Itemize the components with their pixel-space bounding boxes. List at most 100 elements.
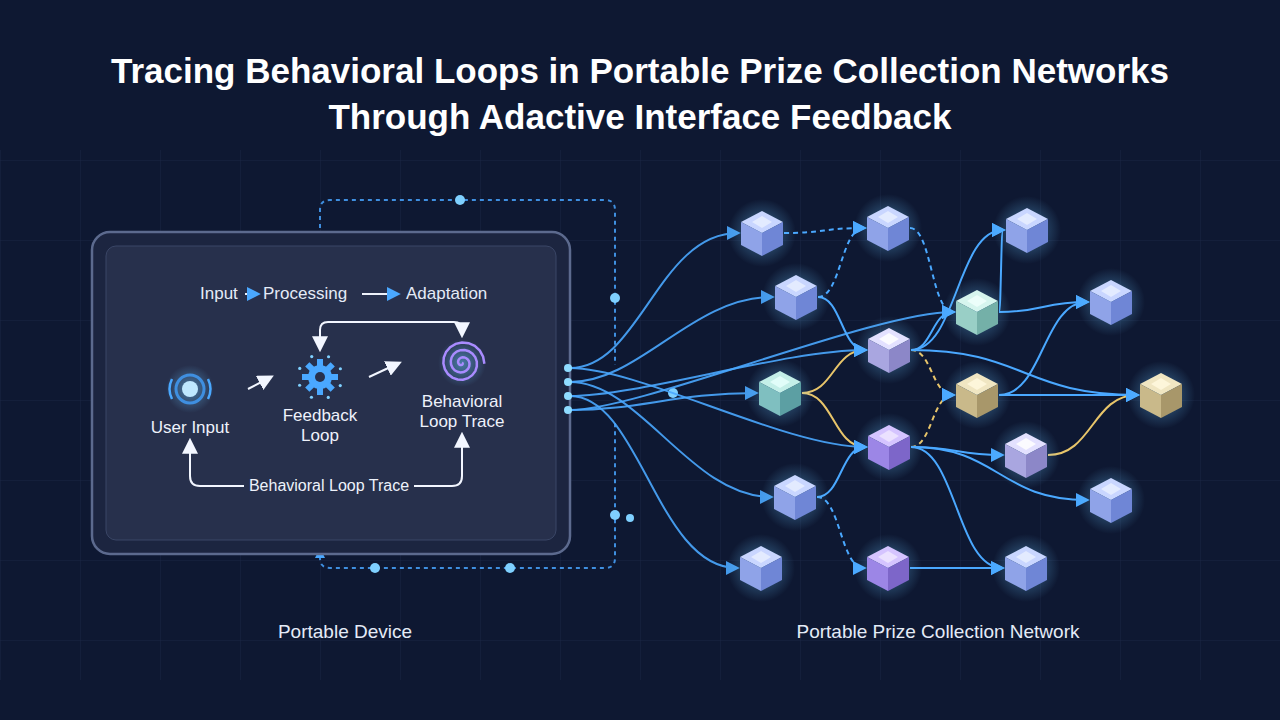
cube-inset bbox=[1101, 285, 1121, 297]
cube-right bbox=[888, 217, 909, 251]
flow-step: Input bbox=[200, 284, 238, 304]
cube-inset bbox=[1151, 378, 1171, 390]
node-label: Behavioral Loop Trace bbox=[402, 392, 522, 432]
cube-glow bbox=[762, 263, 830, 331]
cube-inset bbox=[878, 211, 898, 223]
cube-left bbox=[1090, 489, 1111, 523]
cube-right bbox=[780, 382, 801, 416]
flow-arrow bbox=[362, 293, 398, 295]
cube-inset bbox=[879, 333, 899, 345]
gear-tooth bbox=[317, 359, 323, 366]
cube-inset bbox=[879, 430, 899, 442]
cube-inset bbox=[785, 480, 805, 492]
icon-ring bbox=[176, 375, 204, 403]
tablet-screen bbox=[106, 246, 556, 540]
cube-left bbox=[1006, 219, 1027, 253]
cube-glow bbox=[943, 361, 1011, 429]
cube-glow bbox=[727, 534, 795, 602]
gear-dot bbox=[339, 367, 342, 370]
cube-right bbox=[889, 339, 910, 373]
cube-inset bbox=[1016, 438, 1036, 450]
cube-inset bbox=[967, 378, 987, 390]
flow-step: Processing bbox=[263, 284, 347, 304]
cube-right bbox=[889, 436, 910, 470]
cube-left bbox=[774, 486, 795, 520]
cube-inset bbox=[967, 295, 987, 307]
gear-dot bbox=[310, 355, 313, 358]
cube-glow bbox=[854, 534, 922, 602]
cube-right bbox=[796, 286, 817, 320]
cube-right bbox=[1161, 384, 1182, 418]
cube-glow bbox=[993, 196, 1061, 264]
connector-label: Behavioral Loop Trace bbox=[244, 477, 414, 495]
cube-left bbox=[1005, 557, 1026, 591]
gear-tooth bbox=[317, 388, 323, 395]
cube-right bbox=[977, 384, 998, 418]
cube-right bbox=[1026, 557, 1047, 591]
network-link bbox=[999, 302, 1087, 395]
grid bbox=[0, 150, 1280, 680]
cube-glow bbox=[855, 316, 923, 384]
icon-core bbox=[182, 381, 198, 397]
network-link bbox=[1048, 395, 1137, 455]
cube-right bbox=[1027, 219, 1048, 253]
cube-left bbox=[741, 222, 762, 256]
network-link bbox=[910, 567, 1002, 569]
section-label: Portable Device bbox=[278, 621, 412, 643]
cube-glow bbox=[992, 534, 1060, 602]
network-link bbox=[570, 297, 772, 382]
cube-glow bbox=[1127, 361, 1195, 429]
cube-glow bbox=[728, 199, 796, 267]
icon-node: Feedback Loop bbox=[274, 352, 366, 446]
flow-step: Adaptation bbox=[406, 284, 487, 304]
gear-tooth bbox=[331, 374, 338, 380]
node-icon bbox=[165, 364, 215, 414]
cube-glow bbox=[855, 413, 923, 481]
node-icon bbox=[437, 338, 487, 388]
icon-wave bbox=[170, 379, 211, 399]
cube-right bbox=[1111, 291, 1132, 325]
node-label: User Input bbox=[151, 418, 229, 438]
cube-inset bbox=[1017, 213, 1037, 225]
tablet-body bbox=[92, 232, 570, 554]
cube-left bbox=[1090, 291, 1111, 325]
flow-connector bbox=[320, 322, 462, 349]
cube-inset bbox=[1101, 483, 1121, 495]
cube-left bbox=[867, 557, 888, 591]
cube-right bbox=[795, 486, 816, 520]
gear-dot bbox=[298, 384, 301, 387]
network-link bbox=[570, 382, 771, 497]
network-link bbox=[999, 302, 1087, 312]
gear-dot bbox=[298, 367, 301, 370]
gear-dot bbox=[327, 396, 330, 399]
cube-left bbox=[1005, 444, 1026, 478]
cube-left bbox=[759, 382, 780, 416]
cube-right bbox=[1026, 444, 1047, 478]
flow-arrow bbox=[245, 293, 258, 295]
cube-glow bbox=[854, 194, 922, 262]
spiral-glow bbox=[438, 339, 486, 387]
cube-left bbox=[775, 286, 796, 320]
flow-connector bbox=[369, 363, 399, 377]
cube-left bbox=[868, 339, 889, 373]
cube-glow bbox=[1077, 466, 1145, 534]
cube-glow bbox=[992, 421, 1060, 489]
node-icon bbox=[295, 352, 345, 402]
cube-left bbox=[740, 557, 761, 591]
cube-inset bbox=[752, 216, 772, 228]
gear-dot bbox=[327, 355, 330, 358]
cube-left bbox=[867, 217, 888, 251]
prize-network bbox=[570, 194, 1195, 602]
cube-inset bbox=[1016, 551, 1036, 563]
gear-tooth bbox=[302, 374, 309, 380]
icon-node: Behavioral Loop Trace bbox=[402, 338, 522, 432]
cube-inset bbox=[878, 551, 898, 563]
spiral bbox=[443, 343, 484, 380]
cube-left bbox=[956, 384, 977, 418]
cube-glow bbox=[1077, 268, 1145, 336]
cube-right bbox=[761, 557, 782, 591]
cube-left bbox=[956, 301, 977, 335]
network-link bbox=[570, 368, 865, 447]
flow-connector bbox=[248, 377, 271, 389]
